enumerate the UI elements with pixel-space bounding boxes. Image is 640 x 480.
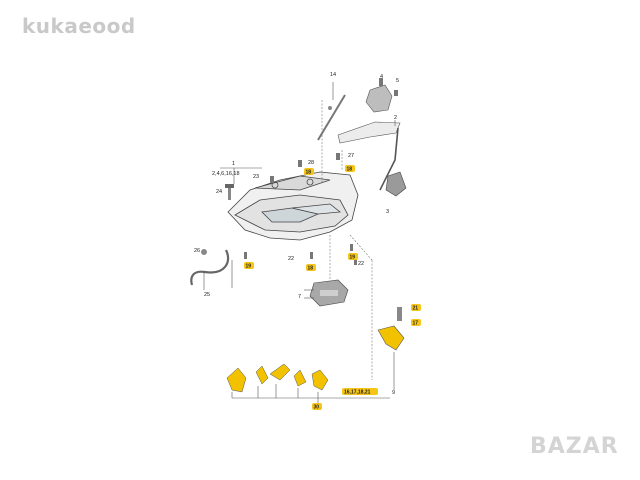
callout-30: 30 <box>314 405 320 411</box>
repair-brackets <box>226 363 329 393</box>
callout-7: 7 <box>298 294 301 300</box>
callout-18b: 18 <box>347 167 353 173</box>
callout-30-badge: 30 <box>312 403 322 411</box>
callout-19b-badge: 19 <box>348 253 358 261</box>
callout-22a: 22 <box>288 256 294 262</box>
callout-21: 21 <box>413 306 419 312</box>
callout-26: 26 <box>194 248 200 254</box>
hose-25 <box>190 249 230 286</box>
screw-23 <box>270 176 274 183</box>
callout-1: 1 <box>232 161 235 167</box>
bracket-9 <box>377 307 405 351</box>
callouts-highlighted: 18 18 18 19 19 21 17 16,17,18,21 30 <box>244 165 421 411</box>
callout-18a-badge: 18 <box>304 168 314 176</box>
callout-19a: 19 <box>246 264 252 270</box>
led-module-7 <box>309 279 349 307</box>
screw-27 <box>336 153 340 160</box>
trim-strip <box>337 121 401 191</box>
callout-14: 14 <box>330 72 336 78</box>
callouts-plain: 1 2,4,6,16,18 24 14 4 5 2 3 27 28 23 26 … <box>194 72 399 396</box>
screw-24 <box>225 184 234 200</box>
callout-17-badge: 17 <box>411 319 421 327</box>
callout-23: 23 <box>253 174 259 180</box>
callout-2: 2 <box>394 115 397 121</box>
callout-22b: 22 <box>358 261 364 267</box>
callout-18a: 18 <box>306 170 312 176</box>
callout-2468: 2,4,6,16,18 <box>212 171 240 177</box>
callout-24: 24 <box>216 189 222 195</box>
callout-27: 27 <box>348 153 354 159</box>
callout-17: 17 <box>413 321 419 327</box>
small-screws <box>244 244 357 265</box>
callout-18c-badge: 18 <box>306 264 316 272</box>
adjuster-rod <box>317 94 346 141</box>
watermark-top: kukaeood <box>22 14 136 38</box>
callout-18b-badge: 18 <box>345 165 355 173</box>
callout-18c: 18 <box>308 266 314 272</box>
callout-21-badge: 21 <box>411 304 421 312</box>
callout-4: 4 <box>380 74 383 80</box>
callout-19a-badge: 19 <box>244 262 254 270</box>
callout-25: 25 <box>204 292 210 298</box>
control-unit-3 <box>385 171 407 197</box>
callout-9: 9 <box>392 390 395 396</box>
headlight-housing <box>227 171 359 241</box>
callout-3: 3 <box>386 209 389 215</box>
watermark-bottom: BAZAR <box>530 434 619 459</box>
screw-28 <box>298 160 302 167</box>
callout-16172021: 16,17,18,21 <box>344 390 371 396</box>
callout-5: 5 <box>396 78 399 84</box>
callout-28: 28 <box>308 160 314 166</box>
bulb-unit <box>365 78 398 113</box>
callout-16172021-badge: 16,17,18,21 <box>342 388 378 396</box>
callout-19b: 19 <box>350 255 356 261</box>
